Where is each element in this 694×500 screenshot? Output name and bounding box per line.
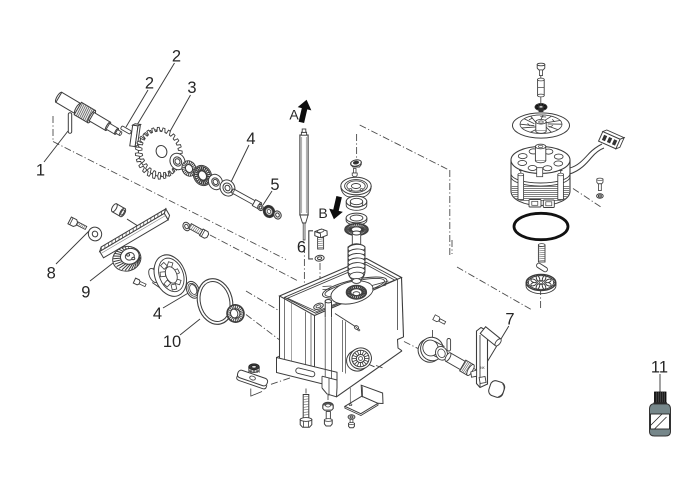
- svg-text:NK: NK: [480, 366, 485, 370]
- svg-text:5: 5: [270, 176, 279, 194]
- svg-text:1: 1: [36, 162, 45, 180]
- svg-text:8: 8: [47, 265, 56, 283]
- svg-text:9: 9: [81, 284, 90, 302]
- svg-text:10: 10: [163, 333, 181, 351]
- svg-text:3: 3: [187, 79, 196, 97]
- svg-text:2: 2: [172, 48, 181, 66]
- svg-text:4: 4: [246, 130, 255, 148]
- svg-text:B: B: [318, 205, 327, 221]
- svg-text:4: 4: [153, 305, 162, 323]
- svg-text:A: A: [289, 107, 299, 123]
- svg-text:2: 2: [145, 75, 154, 93]
- svg-text:7: 7: [505, 311, 514, 329]
- svg-text:6: 6: [297, 239, 306, 257]
- svg-text:11: 11: [651, 359, 668, 377]
